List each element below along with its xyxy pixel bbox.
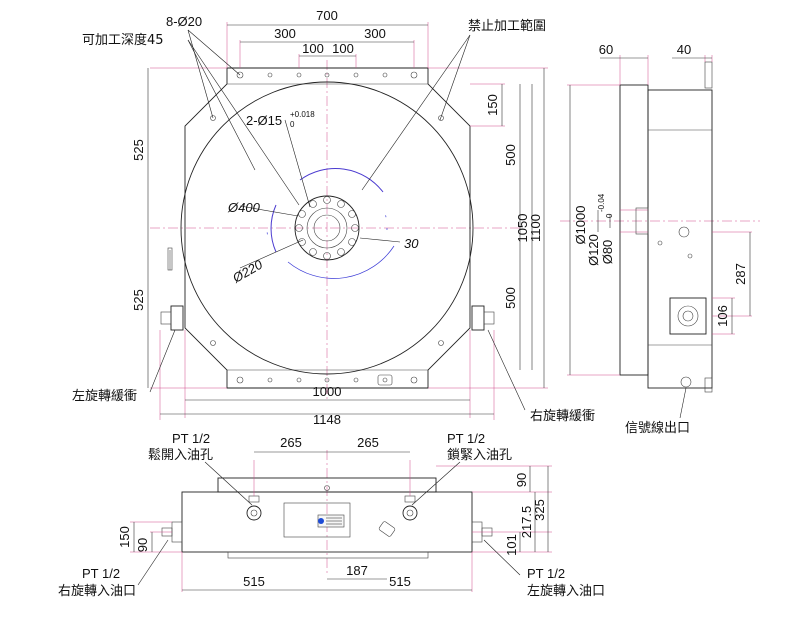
dim-265-left: 265 — [280, 435, 302, 450]
center-hub-mid — [306, 207, 348, 249]
dim-40: 40 — [677, 42, 691, 57]
note-right-buffer: 右旋轉緩衝 — [530, 409, 595, 424]
no-machining-arc-left — [270, 204, 277, 253]
signal-connector — [669, 297, 707, 335]
side-port-upper — [678, 226, 690, 238]
front-view: 265 265 90 325 217.5 101 150 90 187 515 … — [58, 431, 605, 599]
dia-80: Ø80 — [600, 240, 615, 265]
dim-287: 287 — [733, 263, 748, 285]
dim-1050: 1050 — [515, 214, 530, 243]
port-clamp-size: PT 1/2 — [447, 431, 485, 446]
dim-500-top: 500 — [503, 144, 518, 166]
top-view: 700 300 300 100 100 525 525 150 500 500 … — [72, 8, 595, 427]
side-table-plate — [619, 84, 649, 376]
dim-100-right: 100 — [332, 41, 354, 56]
port-left-rot-size: PT 1/2 — [527, 566, 565, 581]
dim-100-left: 100 — [302, 41, 324, 56]
note-signal-outlet: 信號線出口 — [625, 420, 690, 436]
dim-300-left: 300 — [274, 26, 296, 41]
note-left-buffer: 左旋轉緩衝 — [72, 389, 137, 404]
no-machining-arc-top — [299, 167, 384, 193]
port-unclamp-label: 鬆開入油孔 — [148, 448, 213, 463]
dim-1148: 1148 — [313, 412, 341, 427]
dim-1000: 1000 — [313, 384, 342, 399]
right-buffer — [471, 305, 495, 331]
signal-outlet-fitting — [680, 376, 692, 388]
dia-220: Ø220 — [229, 256, 266, 286]
dim-106: 106 — [715, 305, 730, 327]
dim-265-right: 265 — [357, 435, 379, 450]
dim-300-right: 300 — [364, 26, 386, 41]
side-view: 60 40 Ø1000 Ø120 -0.04 0 Ø80 287 106 信號線… — [560, 42, 760, 436]
mounting-holes — [210, 71, 444, 384]
nameplate-dot — [318, 518, 324, 524]
port-clamp-label: 鎖緊入油孔 — [447, 447, 512, 463]
dim-150-front: 150 — [117, 526, 132, 548]
dim-500-bottom: 500 — [503, 287, 518, 309]
port-right-rot-label: 右旋轉入油口 — [58, 584, 136, 599]
center-hub-outer — [294, 195, 360, 261]
center-bore — [313, 214, 341, 242]
port-unclamp-size: PT 1/2 — [172, 431, 210, 446]
hole-spec: 2-Ø15 — [246, 113, 282, 128]
note-no-machining: 禁止加工範圍 — [468, 19, 546, 34]
note-depth: 可加工深度45 — [82, 32, 164, 48]
dia-120: Ø120 — [586, 234, 601, 266]
top-dimensions — [147, 24, 545, 415]
dim-325: 325 — [532, 499, 547, 521]
dim-90-left: 90 — [135, 538, 150, 552]
dim-525-top: 525 — [131, 139, 146, 161]
front-nameplate — [283, 502, 351, 538]
dim-187: 187 — [346, 563, 368, 578]
bottom-fitting — [377, 374, 393, 386]
note-8-holes: 8-Ø20 — [166, 14, 202, 29]
dia-400: Ø400 — [227, 200, 261, 215]
hole-spec-lower: 0 — [290, 120, 295, 129]
dia-120-lower: 0 — [605, 213, 614, 218]
port-left-rot-label: 左旋轉入油口 — [527, 584, 605, 599]
dia-1000: Ø1000 — [573, 205, 588, 244]
dim-30: 30 — [404, 236, 419, 251]
dim-150: 150 — [485, 94, 500, 116]
dia-120-upper: -0.04 — [597, 193, 606, 212]
hole-spec-upper: +0.018 — [290, 110, 315, 119]
hub-bolt-holes — [295, 196, 359, 260]
dim-217-5: 217.5 — [519, 506, 534, 539]
bolt-circle-arc — [287, 245, 395, 279]
dim-1100: 1100 — [528, 214, 543, 242]
port-right-rot-size: PT 1/2 — [82, 566, 120, 581]
dim-515-left: 515 — [243, 574, 265, 589]
dim-90-right: 90 — [514, 473, 529, 487]
front-angled-fitting — [378, 521, 396, 537]
clamp-port — [402, 495, 418, 521]
side-base-body — [647, 89, 713, 389]
dim-525-bottom: 525 — [131, 289, 146, 311]
dim-60: 60 — [599, 42, 613, 57]
side-top-block — [704, 61, 713, 89]
unclamp-port — [246, 495, 262, 521]
dim-515-right: 515 — [389, 574, 411, 589]
rotary-table-circle — [180, 81, 474, 375]
dim-700: 700 — [316, 8, 338, 23]
dim-101: 101 — [504, 534, 519, 556]
left-buffer — [160, 247, 184, 331]
bolt-circle-ref — [266, 167, 388, 289]
